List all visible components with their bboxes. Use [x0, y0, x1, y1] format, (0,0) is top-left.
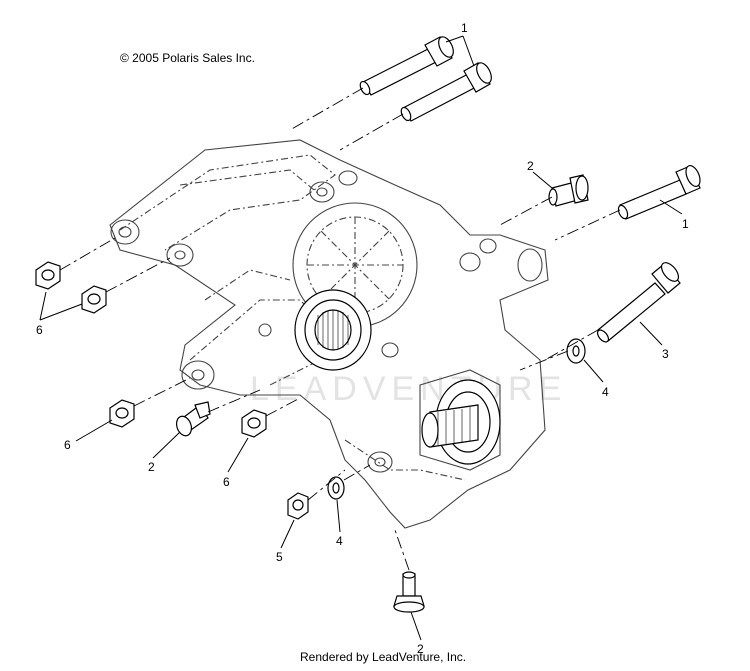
nut-5 [287, 492, 309, 520]
callout-6-lower: 6 [223, 475, 230, 489]
callout-5: 5 [276, 550, 283, 564]
callout-2-bottom: 2 [417, 642, 424, 656]
bolt-1-right [617, 165, 701, 220]
callout-1-top: 1 [461, 21, 468, 35]
rendered-by-text: Rendered by LeadVenture, Inc. [300, 650, 466, 664]
short-bolt-2-bottom [393, 571, 425, 613]
callout-1-right: 1 [682, 217, 689, 231]
nut-6-c [109, 399, 135, 428]
copyright-text: © 2005 Polaris Sales Inc. [120, 51, 255, 65]
short-bolt-2-left [175, 401, 211, 437]
washer-4-lower [327, 476, 345, 500]
bolt-1-lower [400, 62, 492, 122]
nut-6-b [81, 285, 107, 314]
callout-leaders [39, 35, 683, 641]
bolt-3 [596, 262, 681, 343]
callout-6-left: 6 [36, 323, 43, 337]
callout-4-right: 4 [602, 385, 609, 399]
callout-2-right: 2 [527, 159, 534, 173]
callout-4-lower: 4 [336, 534, 343, 548]
nut-6-a [35, 261, 61, 290]
short-bolt-2-right [548, 174, 589, 207]
gearcase-housing [109, 139, 549, 529]
callout-3: 3 [662, 347, 669, 361]
alignment-lines [59, 87, 621, 571]
nut-6-d [241, 409, 267, 438]
callout-2-left: 2 [148, 460, 155, 474]
watermark: LEADVENTURE [250, 370, 567, 408]
bolt-1-upper [359, 36, 454, 96]
callout-6-middle: 6 [64, 438, 71, 452]
